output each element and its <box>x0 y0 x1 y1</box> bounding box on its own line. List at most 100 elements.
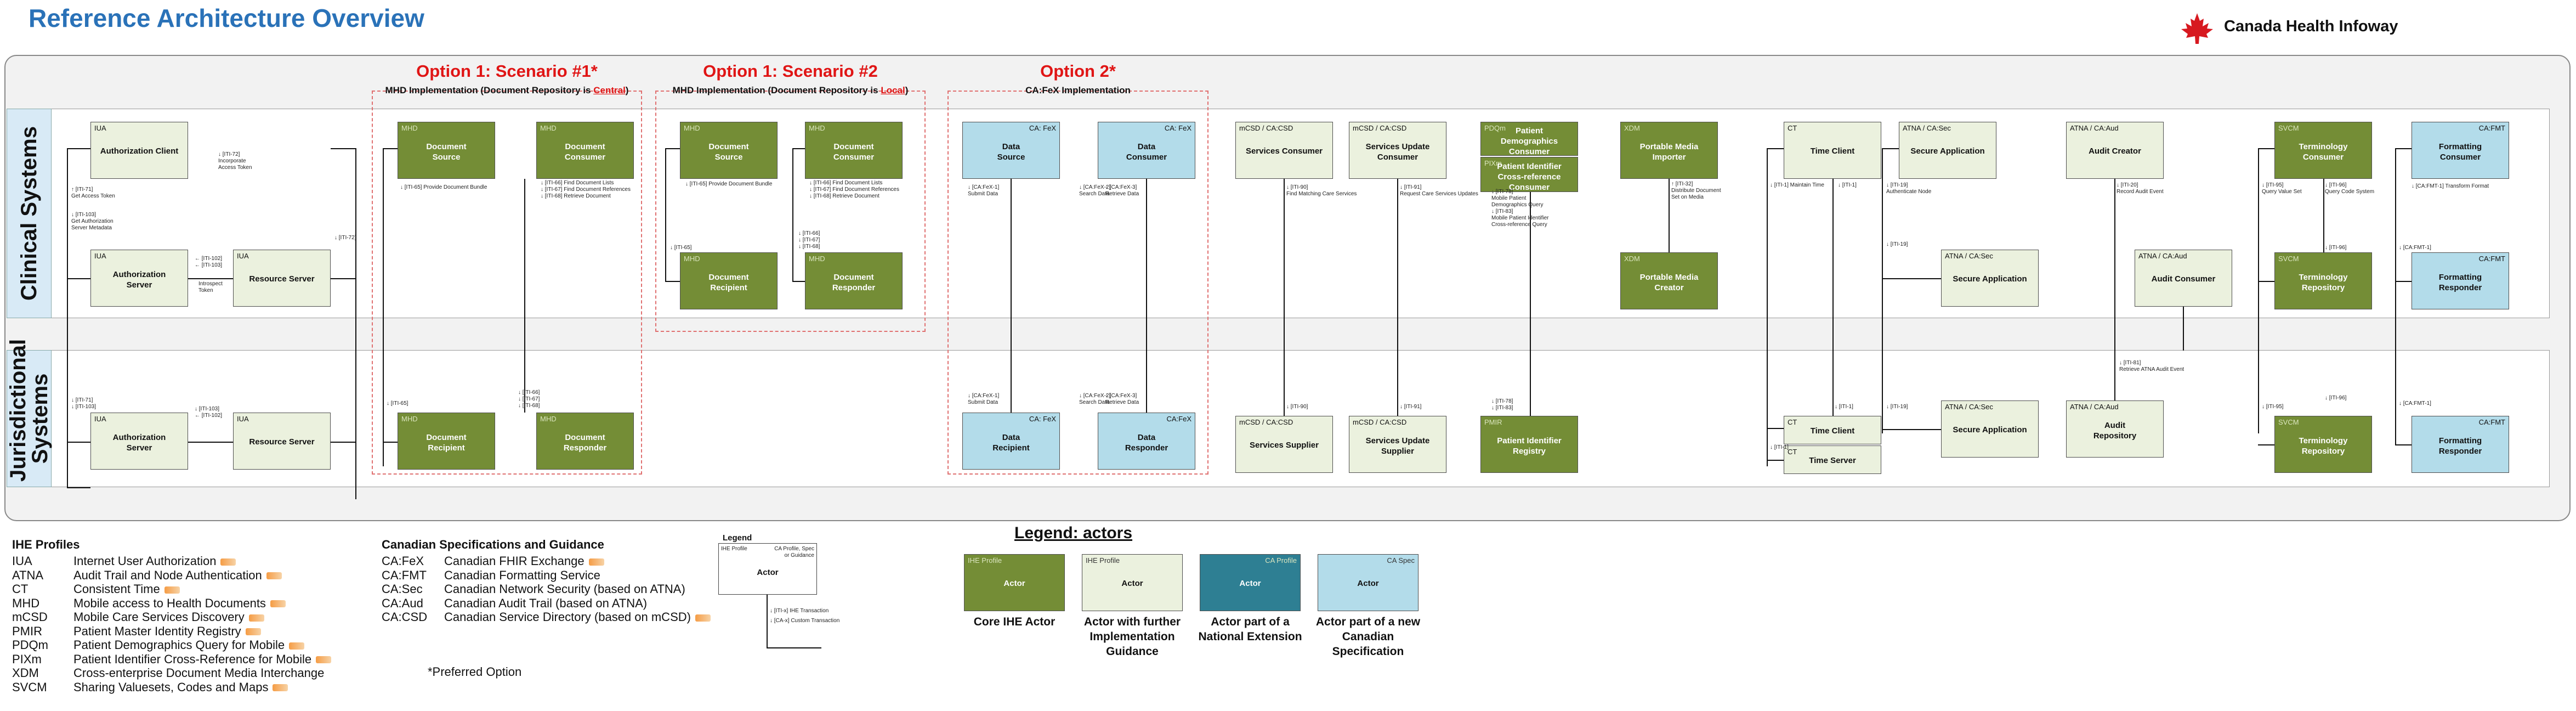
ihe-profile-desc: Cross-enterprise Document Media Intercha… <box>73 666 325 680</box>
connector-line <box>524 179 525 413</box>
legend-line-foot <box>767 647 821 648</box>
connector-line <box>2395 148 2396 444</box>
connector-line <box>383 148 398 149</box>
actor-profile-tag: IUA <box>94 252 106 260</box>
scenario-1-group <box>372 91 642 475</box>
preferred-badge-icon <box>248 614 264 622</box>
connector-line <box>1882 148 1899 149</box>
actor-profile-tag: IUA <box>237 415 249 423</box>
actor-profile-tag: CT <box>1788 418 1797 426</box>
preferred-note: *Preferred Option <box>428 665 522 679</box>
actor-profile-tag: mCSD / CA:CSD <box>1239 418 1293 426</box>
actor-profile-tag: CA:FMT <box>2478 255 2505 263</box>
canadian-spec-desc: Canadian Formatting Service <box>444 568 600 582</box>
connector-line <box>792 281 805 282</box>
transaction-label: ↓ [ITI-66] ↓ [ITI-67] ↓ [ITI-68] <box>798 230 820 250</box>
legend-actor-caption: Actor part of a new Canadian Specificati… <box>1315 616 1421 658</box>
canadian-spec-desc: Canadian Network Security (based on ATNA… <box>444 582 685 596</box>
actor-box-iua-rs-c: IUA Resource Server <box>233 250 331 307</box>
legend-actor-caption: Core IHE Actor <box>973 616 1056 628</box>
canadian-spec-desc: Canadian FHIR Exchange <box>444 554 604 568</box>
transaction-label: ↓ [ITI-71] ↓ [ITI-103] <box>71 397 97 410</box>
actor-name: Patient Identifier Cross-reference Consu… <box>1497 162 1562 193</box>
actor-name: Patient Demographics Consumer <box>1500 126 1558 157</box>
ihe-profile-desc: Mobile Care Services Discovery <box>73 610 264 624</box>
option-2-subtitle: CA:FeX Implementation <box>1025 85 1131 95</box>
actor-profile-tag: MHD <box>401 124 418 132</box>
scenario-1-subtitle: MHD Implementation (Document Repository … <box>385 85 629 95</box>
actor-name: Authorization Server <box>112 270 166 290</box>
actor-profile-tag: PMIR <box>1484 418 1502 426</box>
preferred-badge-icon <box>588 558 604 566</box>
transaction-label: ↓ [ITI-1] <box>1835 404 1853 410</box>
actor-profile-tag: IUA <box>237 252 249 260</box>
transaction-label: ↓ [ITI-91] Request Care Services Updates <box>1400 184 1478 197</box>
transaction-label: ↓ [ITI-65] Provide Document Bundle <box>400 184 487 190</box>
actor-profile-tag: ATNA / CA:Aud <box>2138 252 2187 260</box>
transaction-label: ↓ [ITI-1] <box>1770 444 1789 450</box>
legend-ihe-profile-label: IHE Profile <box>721 546 747 552</box>
connector-line <box>1767 428 1784 429</box>
transaction-label: ↓ [ITI-96] Query Code System <box>2325 182 2375 195</box>
legend-ihe-tx: ↓ [ITI-x] IHE Transaction <box>770 608 829 614</box>
transaction-label: ↓ [CA:FMT-1] Transform Format <box>2412 183 2489 189</box>
actor-profile-tag: MHD <box>540 124 557 132</box>
transaction-label: ↓ [ITI-1] Maintain Time <box>1770 182 1824 188</box>
actor-name: Data Responder <box>1125 433 1168 453</box>
connector-line <box>2395 148 2412 149</box>
connector-line <box>665 148 666 281</box>
legend-heading: Legend <box>723 533 752 543</box>
actor-name: Time Server <box>1809 456 1856 466</box>
actor-name: Resource Server <box>249 274 315 284</box>
preferred-badge-icon <box>289 642 305 650</box>
actor-profile-tag: CA: FeX <box>1029 415 1056 423</box>
connector-line <box>67 148 90 149</box>
actor-profile-tag: ATNA / CA:Sec <box>1945 252 1993 260</box>
legend-sample-actor: IHE Profile CA Profile, Spec or Guidance… <box>718 543 817 595</box>
connector-line <box>67 487 90 488</box>
connector-line <box>331 148 356 149</box>
connector-line <box>383 442 398 443</box>
preferred-badge-icon <box>164 586 180 594</box>
connector-line <box>2395 281 2412 282</box>
connector-line <box>1832 179 1834 416</box>
actor-name: Audit Consumer <box>2151 274 2216 284</box>
ihe-profiles-heading: IHE Profiles <box>12 538 80 551</box>
connector-line <box>792 148 793 281</box>
maple-leaf-icon <box>2181 13 2213 44</box>
transaction-label: ← [ITI-102] ← [ITI-103] <box>195 256 223 268</box>
actor-name: Authorization Server <box>112 433 166 453</box>
canadian-spec-code: CA:FMT <box>382 568 427 582</box>
connector-line <box>1146 179 1147 413</box>
transaction-label: ↓ [ITI-1] <box>1838 182 1857 188</box>
actor-profile-tag: ATNA / CA:Aud <box>2070 403 2119 411</box>
legend-actor-name: Actor <box>1357 579 1379 589</box>
preferred-badge-icon <box>245 628 261 636</box>
transaction-label: ↓ [ITI-72] <box>334 235 356 241</box>
actor-profile-tag: XDM <box>1624 124 1640 132</box>
preferred-badge-icon <box>316 656 332 664</box>
actor-name: Terminology Consumer <box>2299 142 2348 162</box>
connector-line <box>2183 307 2184 351</box>
preferred-badge-icon <box>273 684 288 692</box>
actor-name: Terminology Repository <box>2299 436 2348 456</box>
